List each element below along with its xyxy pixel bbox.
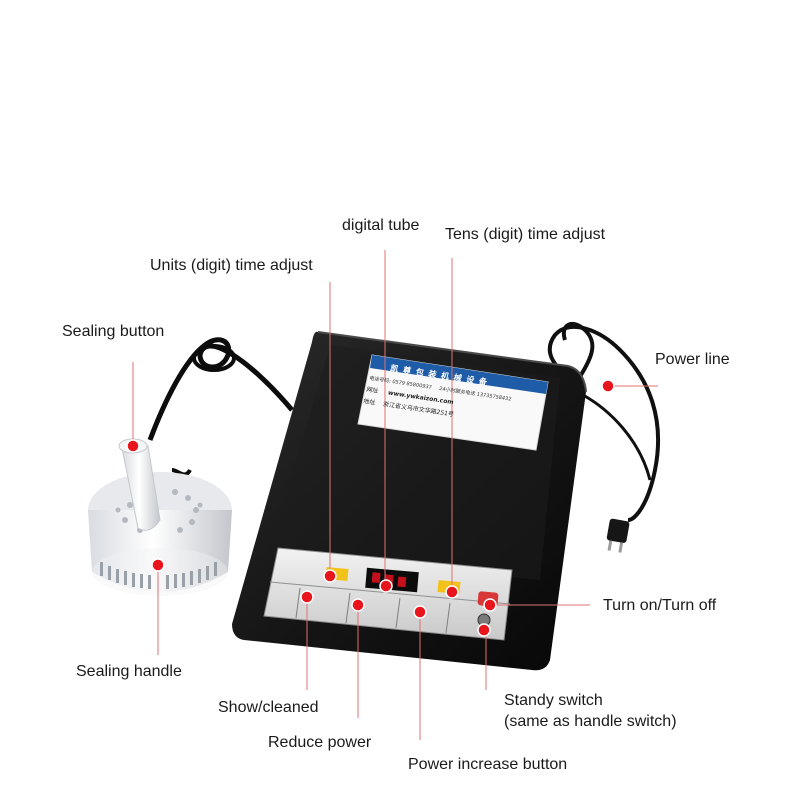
device-sticker	[357, 354, 549, 451]
label-sealing-handle: Sealing handle	[76, 663, 182, 680]
handle-cable	[147, 337, 294, 441]
label-units-time-adjust: Units (digit) time adjust	[150, 257, 313, 274]
marker-dots	[126, 379, 615, 637]
marker-show-cleaned	[300, 590, 314, 604]
marker-tens-adjust	[445, 585, 459, 599]
label-power-increase-button: Power increase button	[408, 756, 568, 773]
label-tens-time-adjust: Tens (digit) time adjust	[445, 226, 606, 243]
label-reduce-power: Reduce power	[268, 734, 372, 751]
leader-lines	[132, 250, 658, 740]
label-standby-switch: Standy switch (same as handle switch)	[504, 690, 677, 732]
marker-power-line	[601, 379, 615, 393]
label-standby-switch-line1: Standy switch	[504, 692, 603, 709]
label-turn-on-off: Turn on/Turn off	[603, 597, 717, 614]
label-sealing-button: Sealing button	[62, 323, 165, 340]
sealing-head	[88, 438, 232, 596]
label-power-line: Power line	[655, 351, 730, 368]
power-line-cable	[547, 324, 660, 522]
marker-sealing-button	[126, 439, 140, 453]
label-show-cleaned: Show/cleaned	[218, 699, 319, 716]
sticker-website-label: 网址	[365, 386, 380, 395]
cable-coil	[192, 344, 236, 372]
marker-reduce-power	[351, 598, 365, 612]
marker-standby-switch	[477, 623, 491, 637]
marker-digital-tube	[379, 579, 393, 593]
marker-power-increase	[413, 605, 427, 619]
power-plug	[606, 518, 630, 553]
marker-units-adjust	[323, 569, 337, 583]
marker-turn-on-off	[483, 598, 497, 612]
label-digital-tube: digital tube	[342, 217, 420, 234]
marker-sealing-handle	[151, 558, 165, 572]
label-standby-switch-line2: (same as handle switch)	[504, 713, 677, 730]
